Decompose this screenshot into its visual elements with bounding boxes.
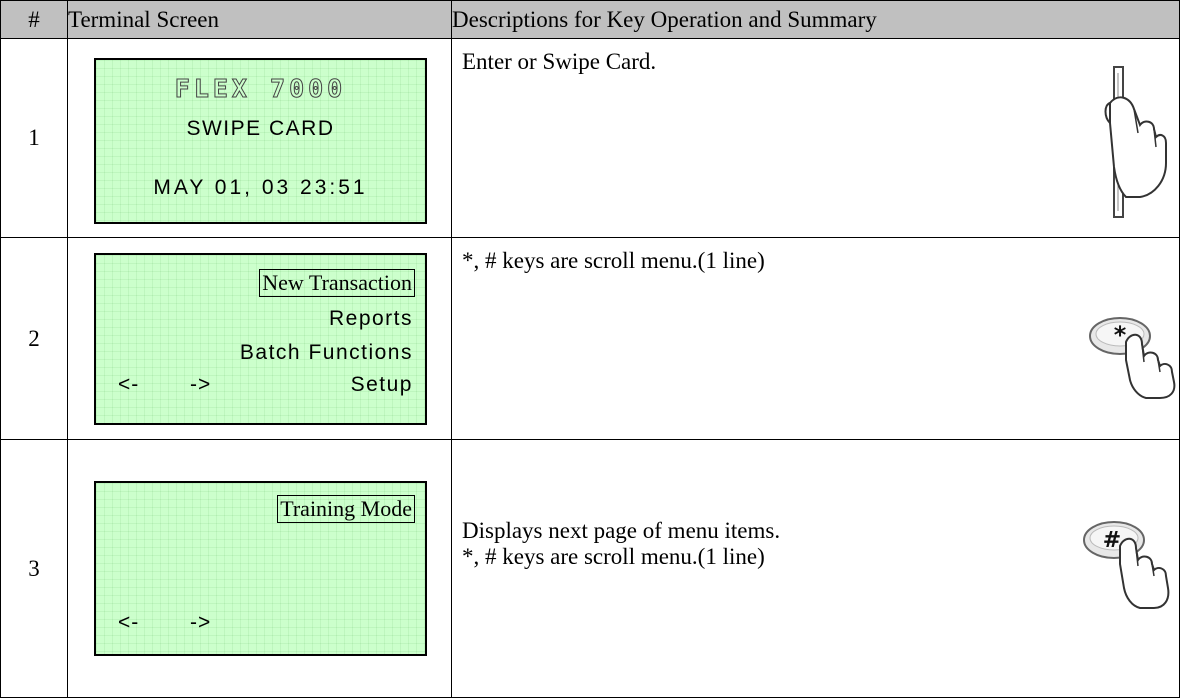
lcd-selected-menu-item: New Transaction	[259, 268, 415, 297]
lcd-selected-menu-item: Training Mode	[277, 495, 415, 523]
description-cell: *, # keys are scroll menu.(1 line) *	[451, 237, 1180, 440]
description-text: Enter or Swipe Card.	[462, 49, 657, 74]
terminal-screen-cell: Training Mode <- ->	[67, 439, 452, 698]
row-number: 3	[0, 439, 68, 698]
row-number: 1	[0, 38, 68, 238]
lcd-prompt: SWIPE CARD	[186, 117, 335, 140]
star-key-press-icon: *	[1089, 317, 1176, 399]
lcd-display: FLEX 7000 SWIPE CARD MAY 01, 03 23:51	[94, 58, 427, 224]
lcd-menu-item: Batch Functions	[239, 340, 413, 364]
lcd-menu-item: Setup	[350, 372, 413, 396]
key-label: #	[1103, 528, 1121, 553]
description-text: *, # keys are scroll menu.(1 line)	[462, 544, 765, 569]
header-terminal-screen: Terminal Screen	[67, 0, 452, 39]
hash-key-press-icon: #	[1083, 521, 1170, 609]
lcd-menu-item: Reports	[328, 306, 413, 330]
table-row: 3 Training Mode <- -> Displays next page…	[0, 439, 1180, 698]
lcd-display: New Transaction Reports Batch Functions …	[94, 252, 427, 425]
header-number: #	[0, 0, 68, 39]
table-row: 1 FLEX 7000 SWIPE CARD MAY 01, 03 23:51 …	[0, 38, 1180, 238]
lcd-display: Training Mode <- ->	[94, 481, 427, 656]
description-text: *, # keys are scroll menu.(1 line)	[462, 248, 765, 273]
table-row: 2 New Transaction Reports Batch Function…	[0, 237, 1180, 440]
terminal-screen-cell: New Transaction Reports Batch Functions …	[67, 237, 452, 440]
lcd-nav-right: ->	[190, 611, 212, 634]
row-number: 2	[0, 237, 68, 440]
key-label: *	[1114, 321, 1127, 349]
description-cell: Enter or Swipe Card.	[451, 38, 1180, 238]
description-cell: Displays next page of menu items. *, # k…	[451, 439, 1180, 698]
lcd-datetime: MAY 01, 03 23:51	[153, 176, 368, 199]
header-descriptions: Descriptions for Key Operation and Summa…	[451, 0, 1180, 39]
lcd-nav-left: <-	[118, 372, 140, 396]
lcd-nav-left: <-	[118, 611, 140, 634]
description-text: Displays next page of menu items.	[462, 518, 781, 543]
table-header-row: # Terminal Screen Descriptions for Key O…	[0, 0, 1180, 39]
terminal-screen-cell: FLEX 7000 SWIPE CARD MAY 01, 03 23:51	[67, 38, 452, 238]
card-swipe-hand-icon	[1104, 66, 1167, 218]
lcd-nav-right: ->	[190, 372, 212, 396]
lcd-title: FLEX 7000	[174, 74, 347, 104]
